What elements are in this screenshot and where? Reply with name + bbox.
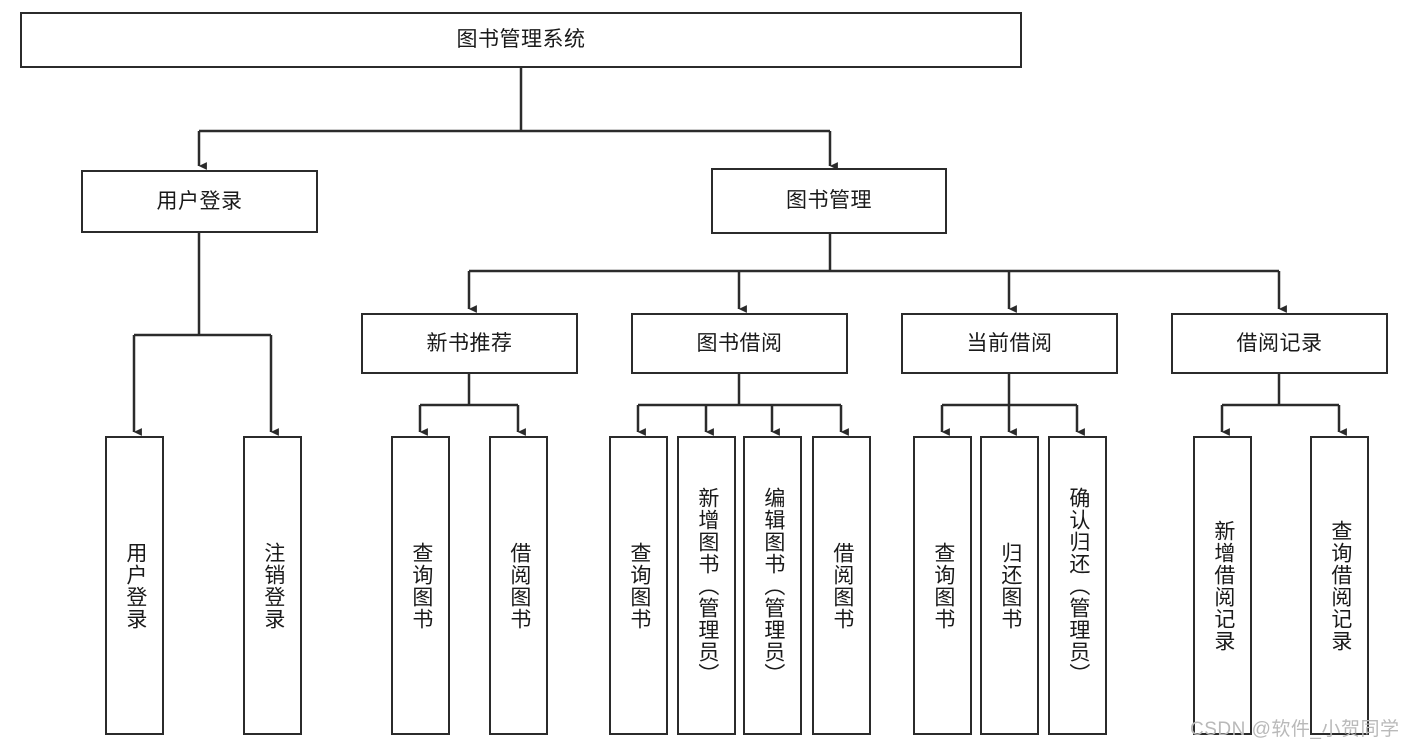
node-leaf-record-query-borrow-record[interactable]: 查询借阅记录 [1310,436,1369,735]
node-leaf-newbook-query-book[interactable]: 查询图书 [391,436,450,735]
node-label: 确认归还（管理员） [1066,486,1090,685]
node-leaf-record-add-borrow-record[interactable]: 新增借阅记录 [1193,436,1252,735]
node-label: 新增图书（管理员） [695,486,719,685]
node-borrow-record[interactable]: 借阅记录 [1171,313,1388,374]
node-label: 借阅记录 [1236,331,1323,355]
node-label: 查询图书 [627,541,651,630]
node-label: 查询图书 [931,541,955,630]
node-label: 图书管理 [786,189,872,213]
node-label: 借阅图书 [830,541,854,630]
node-label: 查询图书 [409,541,433,630]
node-book-borrow[interactable]: 图书借阅 [631,313,848,374]
node-label: 图书借阅 [696,331,783,355]
node-leaf-borrow-borrow-book[interactable]: 借阅图书 [812,436,871,735]
node-leaf-borrow-add-book-admin[interactable]: 新增图书（管理员） [677,436,736,735]
node-label: 用户登录 [123,541,147,630]
node-leaf-current-query-book[interactable]: 查询图书 [913,436,972,735]
node-label: 查询借阅记录 [1328,519,1352,652]
node-leaf-borrow-query-book[interactable]: 查询图书 [609,436,668,735]
node-leaf-borrow-edit-book-admin[interactable]: 编辑图书（管理员） [743,436,802,735]
node-label: 图书管理系统 [456,28,586,52]
node-leaf-current-return-book[interactable]: 归还图书 [980,436,1039,735]
node-label: 借阅图书 [507,541,531,630]
node-leaf-logout[interactable]: 注销登录 [243,436,302,735]
node-user-login[interactable]: 用户登录 [81,170,318,233]
node-label: 归还图书 [998,541,1022,630]
node-root-book-management-system[interactable]: 图书管理系统 [20,12,1022,68]
node-leaf-newbook-borrow-book[interactable]: 借阅图书 [489,436,548,735]
node-leaf-user-login[interactable]: 用户登录 [105,436,164,735]
node-label: 注销登录 [261,541,285,630]
node-leaf-current-confirm-return-admin[interactable]: 确认归还（管理员） [1048,436,1107,735]
watermark-text: CSDN @软件_小贺同学 [1190,719,1400,740]
node-label: 新书推荐 [426,331,513,355]
node-label: 当前借阅 [966,331,1053,355]
node-current-borrow[interactable]: 当前借阅 [901,313,1118,374]
node-book-management[interactable]: 图书管理 [711,168,947,234]
node-label: 编辑图书（管理员） [761,486,785,685]
node-label: 用户登录 [156,189,243,213]
node-new-book-recommend[interactable]: 新书推荐 [361,313,578,374]
node-label: 新增借阅记录 [1211,519,1235,652]
